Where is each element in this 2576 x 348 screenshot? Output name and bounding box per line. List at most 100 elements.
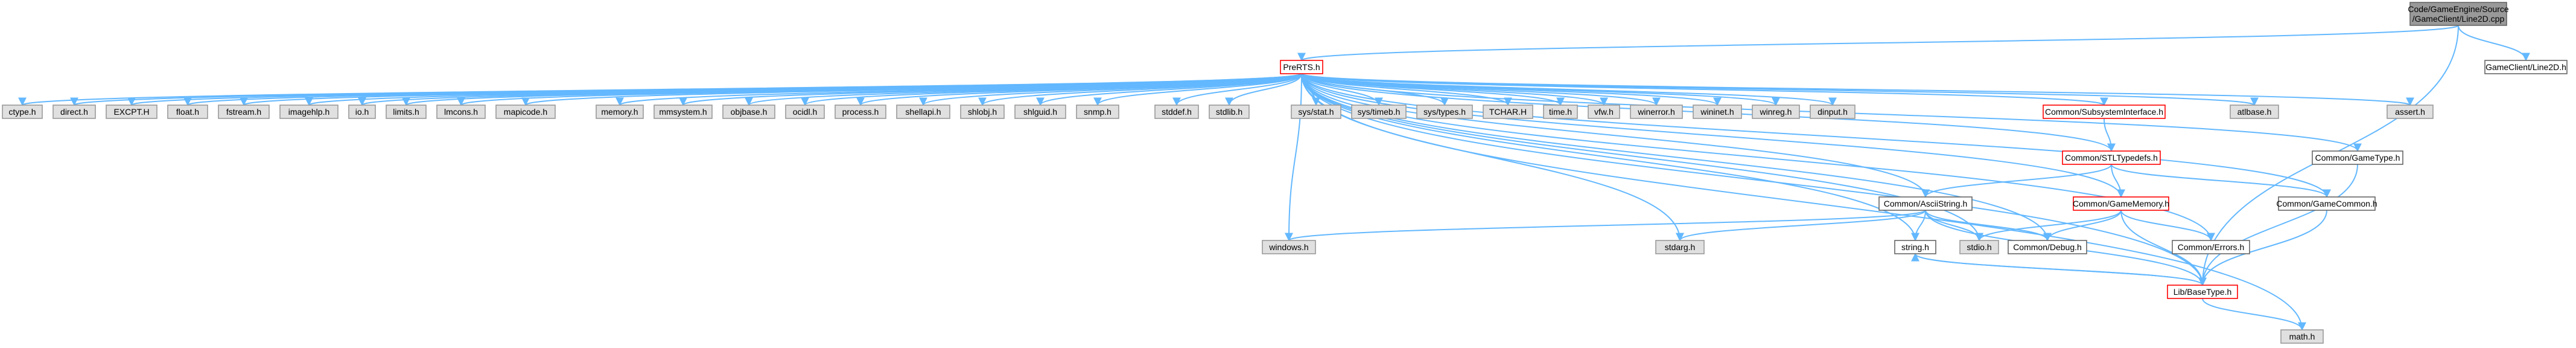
node-root-label: /GameClient/Line2D.cpp xyxy=(2412,14,2505,24)
node-mapicode-box xyxy=(495,105,556,119)
node-limits[interactable]: limits.h xyxy=(386,105,427,119)
node-vfw[interactable]: vfw.h xyxy=(1588,105,1620,119)
node-stddef-box xyxy=(1154,105,1199,119)
node-ocidl[interactable]: ocidl.h xyxy=(785,105,825,119)
node-gcline2d-label: GameClient/Line2D.h xyxy=(2485,62,2566,72)
edge-prerts-to-gamememory xyxy=(1301,73,2125,198)
node-debug[interactable]: Common/Debug.h xyxy=(2008,240,2087,254)
node-systimeb-label: sys/timeb.h xyxy=(1358,107,1401,117)
edge-subsys-to-stltypedefs xyxy=(2104,118,2116,152)
node-dinput-label: dinput.h xyxy=(1818,107,1848,117)
edge-prerts-to-string xyxy=(1301,73,1919,242)
node-snmp[interactable]: snmp.h xyxy=(1076,105,1119,119)
edge-prerts-to-windows xyxy=(1285,73,1302,242)
edge-prerts-to-shlguid xyxy=(1036,73,1302,106)
node-io[interactable]: io.h xyxy=(348,105,376,119)
node-stdarg[interactable]: stdarg.h xyxy=(1655,240,1705,254)
node-snmp-box xyxy=(1076,105,1119,119)
node-prerts-box xyxy=(1280,60,1323,74)
node-stltypedefs[interactable]: Common/STLTypedefs.h xyxy=(2062,150,2161,165)
node-direct[interactable]: direct.h xyxy=(52,105,96,119)
node-gamecommon[interactable]: Common/GameCommon.h xyxy=(2276,196,2377,211)
node-wininet-label: wininet.h xyxy=(1700,107,1734,117)
node-assert[interactable]: assert.h xyxy=(2387,105,2434,119)
node-shlguid-box xyxy=(1014,105,1066,119)
node-winreg[interactable]: winreg.h xyxy=(1752,105,1800,119)
node-layer: Code/GameEngine/Source/GameClient/Line2D… xyxy=(2,2,2568,344)
node-asciistring[interactable]: Common/AsciiString.h xyxy=(1878,196,1973,211)
node-dinput[interactable]: dinput.h xyxy=(1810,105,1856,119)
edge-prerts-to-debug xyxy=(1301,73,2052,242)
node-shellapi[interactable]: shellapi.h xyxy=(896,105,950,119)
node-time-box xyxy=(1543,105,1578,119)
node-lmcons[interactable]: lmcons.h xyxy=(436,105,486,119)
node-errors-box xyxy=(2172,240,2250,254)
node-windows-label: windows.h xyxy=(1268,242,1308,252)
node-limits-box xyxy=(386,105,427,119)
node-string-box xyxy=(1894,240,1936,254)
node-assert-label: assert.h xyxy=(2395,107,2425,117)
node-subsys[interactable]: Common/SubsystemInterface.h xyxy=(2043,105,2166,119)
node-memory-label: memory.h xyxy=(601,107,638,117)
node-systypes[interactable]: sys/types.h xyxy=(1416,105,1473,119)
node-stdlib-box xyxy=(1209,105,1250,119)
node-mapicode[interactable]: mapicode.h xyxy=(495,105,556,119)
node-shlguid[interactable]: shlguid.h xyxy=(1014,105,1066,119)
node-float-box xyxy=(167,105,208,119)
node-float-label: float.h xyxy=(176,107,199,117)
node-math-label: math.h xyxy=(2289,332,2315,341)
node-errors[interactable]: Common/Errors.h xyxy=(2172,240,2250,254)
node-systimeb[interactable]: sys/timeb.h xyxy=(1351,105,1407,119)
node-gamecommon-label: Common/GameCommon.h xyxy=(2276,199,2377,208)
node-windows[interactable]: windows.h xyxy=(1262,240,1316,254)
node-string[interactable]: string.h xyxy=(1894,240,1936,254)
node-stddef[interactable]: stddef.h xyxy=(1154,105,1199,119)
edge-asciistring-to-stdarg xyxy=(1676,210,1926,242)
node-fstream-box xyxy=(218,105,270,119)
edge-prerts-to-stddef xyxy=(1172,73,1302,106)
node-process[interactable]: process.h xyxy=(835,105,886,119)
edge-asciistring-to-string xyxy=(1911,210,1926,242)
node-snmp-label: snmp.h xyxy=(1084,107,1111,117)
node-stdio[interactable]: stdio.h xyxy=(1959,240,1999,254)
node-math[interactable]: math.h xyxy=(2280,329,2324,344)
node-time-label: time.h xyxy=(1549,107,1572,117)
node-gcline2d[interactable]: GameClient/Line2D.h xyxy=(2484,60,2568,74)
node-excpt[interactable]: EXCPT.H xyxy=(106,105,157,119)
node-float[interactable]: float.h xyxy=(167,105,208,119)
node-gametype[interactable]: Common/GameType.h xyxy=(2312,150,2403,165)
node-root[interactable]: Code/GameEngine/Source/GameClient/Line2D… xyxy=(2408,2,2509,26)
node-systypes-label: sys/types.h xyxy=(1423,107,1466,117)
node-mmsystem[interactable]: mmsystem.h xyxy=(654,105,713,119)
node-winerror[interactable]: winerror.h xyxy=(1630,105,1683,119)
edge-basetype-to-math xyxy=(2202,298,2306,331)
node-root-box xyxy=(2409,2,2507,26)
node-stdlib[interactable]: stdlib.h xyxy=(1209,105,1250,119)
edge-gamecommon-to-basetype xyxy=(2198,210,2327,286)
node-fstream[interactable]: fstream.h xyxy=(218,105,270,119)
node-imagehlp[interactable]: imagehlp.h xyxy=(279,105,339,119)
node-ctype[interactable]: ctype.h xyxy=(2,105,43,119)
node-basetype[interactable]: Lib/BaseType.h xyxy=(2167,285,2238,299)
node-subsys-box xyxy=(2043,105,2166,119)
node-sysstat[interactable]: sys/stat.h xyxy=(1291,105,1341,119)
node-winreg-box xyxy=(1752,105,1800,119)
node-prerts[interactable]: PreRTS.h xyxy=(1280,60,1323,74)
node-shlobj[interactable]: shlobj.h xyxy=(960,105,1005,119)
node-winreg-label: winreg.h xyxy=(1760,107,1792,117)
node-sysstat-box xyxy=(1291,105,1341,119)
node-memory[interactable]: memory.h xyxy=(596,105,644,119)
edge-layer xyxy=(19,25,2530,331)
node-gamememory[interactable]: Common/GameMemory.h xyxy=(2073,196,2169,211)
node-objbase[interactable]: objbase.h xyxy=(722,105,775,119)
node-atlbase-label: atlbase.h xyxy=(2237,107,2272,117)
node-basetype-label: Lib/BaseType.h xyxy=(2174,287,2232,297)
edge-asciistring-to-windows xyxy=(1285,210,1926,242)
node-time[interactable]: time.h xyxy=(1543,105,1578,119)
node-tchar[interactable]: TCHAR.H xyxy=(1483,105,1533,119)
node-wininet[interactable]: wininet.h xyxy=(1693,105,1742,119)
node-shlguid-label: shlguid.h xyxy=(1023,107,1057,117)
node-subsys-label: Common/SubsystemInterface.h xyxy=(2045,107,2163,117)
node-atlbase[interactable]: atlbase.h xyxy=(2230,105,2279,119)
node-gamememory-label: Common/GameMemory.h xyxy=(2073,199,2169,208)
